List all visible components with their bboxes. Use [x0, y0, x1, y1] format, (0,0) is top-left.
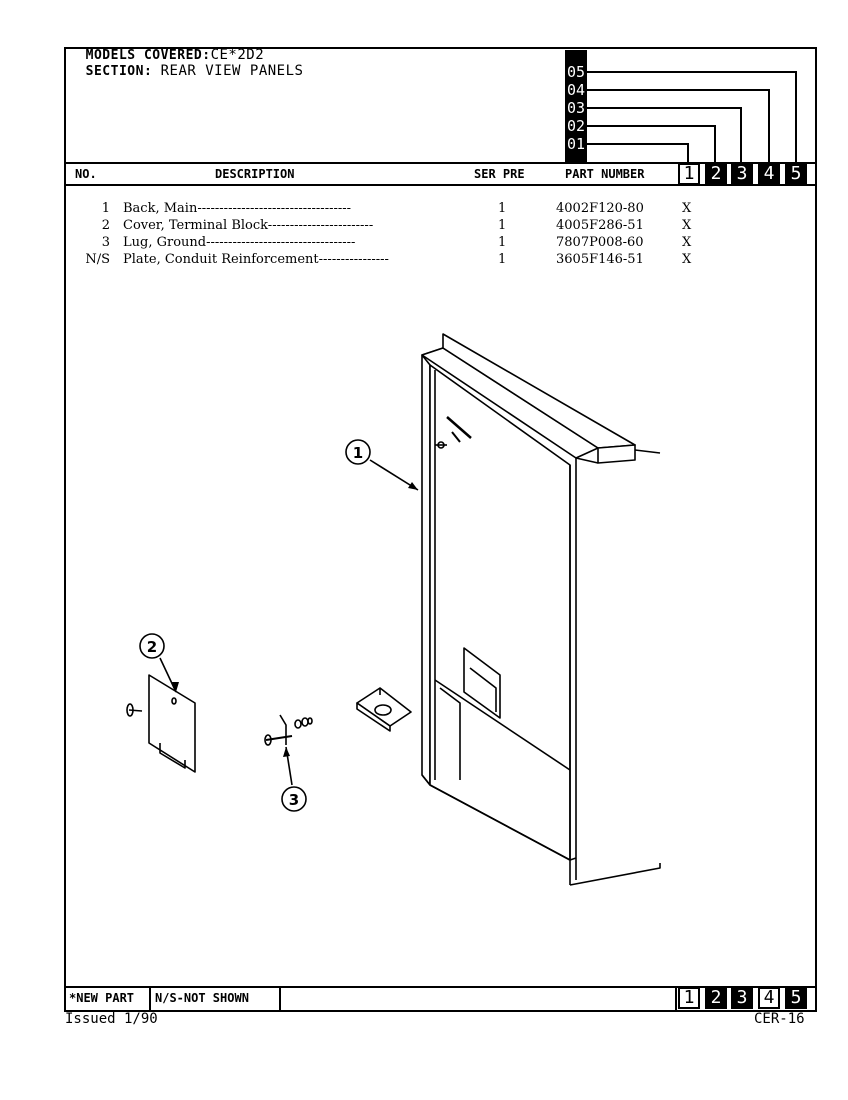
callout-3-circle: [281, 786, 307, 812]
part-no: N/S: [85, 252, 110, 267]
models-covered-label: MODELS COVERED:: [85, 48, 211, 63]
part-no: 1: [101, 201, 110, 216]
section-label: SECTION:: [85, 64, 153, 79]
version-04: 04: [565, 81, 587, 99]
footer-model-4: 4: [758, 987, 780, 1009]
part-mark: X: [682, 218, 692, 233]
section-value: REAR VIEW PANELS: [160, 63, 304, 79]
models-covered-value: CE*2D2: [210, 47, 265, 63]
part-description: Plate, Conduit Reinforcement------------…: [123, 252, 389, 267]
part-mark: X: [682, 235, 692, 250]
callout-1: 1: [353, 444, 363, 462]
part-qty: 1: [498, 218, 507, 233]
part-qty: 1: [498, 235, 507, 250]
footer-model-3: 3: [731, 987, 753, 1009]
conduit-plate: [356, 687, 412, 732]
footer-model-1: 1: [678, 987, 700, 1009]
terminal-block-cover: [126, 674, 196, 773]
footer-model-2: 2: [705, 987, 727, 1009]
footer-model-5: 5: [785, 987, 807, 1009]
col-part-number: PART NUMBER: [565, 167, 645, 181]
back-main-panel: [421, 333, 661, 886]
footer-top-rule: [64, 986, 817, 988]
page-code: CER-16: [754, 1011, 805, 1027]
version-01: 01: [565, 135, 587, 153]
footer-divider-2: [279, 986, 281, 1010]
part-description: Cover, Terminal Block-------------------…: [123, 218, 374, 233]
models-covered: MODELS COVERED:CE*2D2: [69, 34, 264, 63]
part-no: 2: [101, 218, 110, 233]
callout-2-circle: [139, 633, 165, 659]
ground-lug: [264, 714, 313, 746]
part-mark: X: [682, 252, 692, 267]
col-ser-pre: SER PRE: [474, 167, 525, 181]
col-model-1: 1: [678, 163, 700, 185]
callout-2: 2: [147, 638, 157, 656]
col-no: NO.: [75, 167, 97, 181]
callout-1-circle: [345, 439, 371, 465]
version-02: 02: [565, 117, 587, 135]
header-top-rule: [64, 162, 817, 164]
not-shown-legend: N/S-NOT SHOWN: [155, 991, 249, 1005]
part-number: 3605F146-51: [556, 252, 644, 267]
part-no: 3: [101, 235, 110, 250]
col-model-3: 3: [731, 163, 753, 185]
callout-3: 3: [289, 791, 299, 809]
issued-date: Issued 1/90: [65, 1011, 158, 1027]
part-description: Back, Main------------------------------…: [123, 201, 352, 216]
col-model-2: 2: [705, 163, 727, 185]
part-mark: X: [682, 201, 692, 216]
part-number: 4005F286-51: [556, 218, 644, 233]
part-description: Lug, Ground-----------------------------…: [123, 235, 356, 250]
rear-view-diagram: 1 2 3: [126, 333, 661, 886]
footer-divider-3: [675, 986, 677, 1010]
header-bottom-rule: [64, 184, 817, 186]
new-part-legend: *NEW PART: [69, 991, 135, 1005]
page-frame: [64, 47, 817, 1012]
part-number: 7807P008-60: [556, 235, 644, 250]
footer-divider-1: [149, 986, 151, 1010]
part-qty: 1: [498, 201, 507, 216]
version-bracket-lines: [586, 71, 797, 164]
version-05: 05: [565, 63, 587, 81]
section-title: SECTION: REAR VIEW PANELS: [69, 50, 303, 79]
version-03: 03: [565, 99, 587, 117]
part-number: 4002F120-80: [556, 201, 644, 216]
part-qty: 1: [498, 252, 507, 267]
col-description: DESCRIPTION: [215, 167, 295, 181]
col-model-4: 4: [758, 163, 780, 185]
col-model-5: 5: [785, 163, 807, 185]
